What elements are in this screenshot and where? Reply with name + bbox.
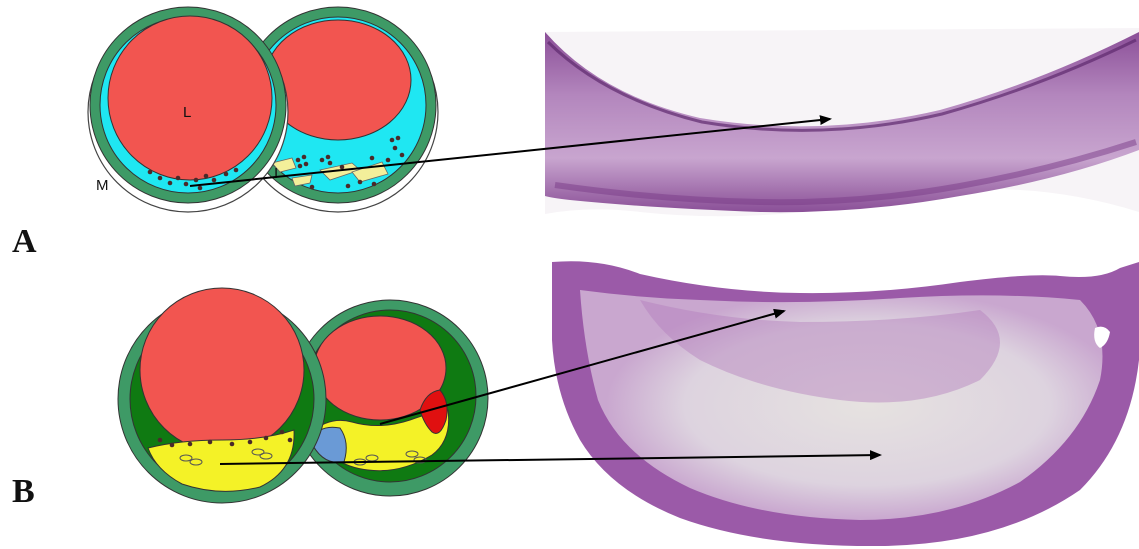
vessel-b-left [118, 288, 326, 503]
panel-b: B [12, 261, 1139, 546]
schematic-a: I L M [88, 7, 438, 212]
panel-letter-b: B [12, 473, 35, 510]
label-lumen: L [183, 104, 191, 121]
panel-a: A [12, 7, 1139, 260]
schematic-b [118, 288, 488, 503]
label-media: M [96, 177, 109, 194]
lumen [140, 288, 304, 452]
histology-b [552, 261, 1139, 546]
lumen [108, 16, 272, 180]
vessel-a-left: L M [88, 7, 288, 212]
histology-a [545, 28, 1139, 216]
panel-letter-a: A [12, 223, 37, 260]
label-intima: I [274, 165, 278, 182]
